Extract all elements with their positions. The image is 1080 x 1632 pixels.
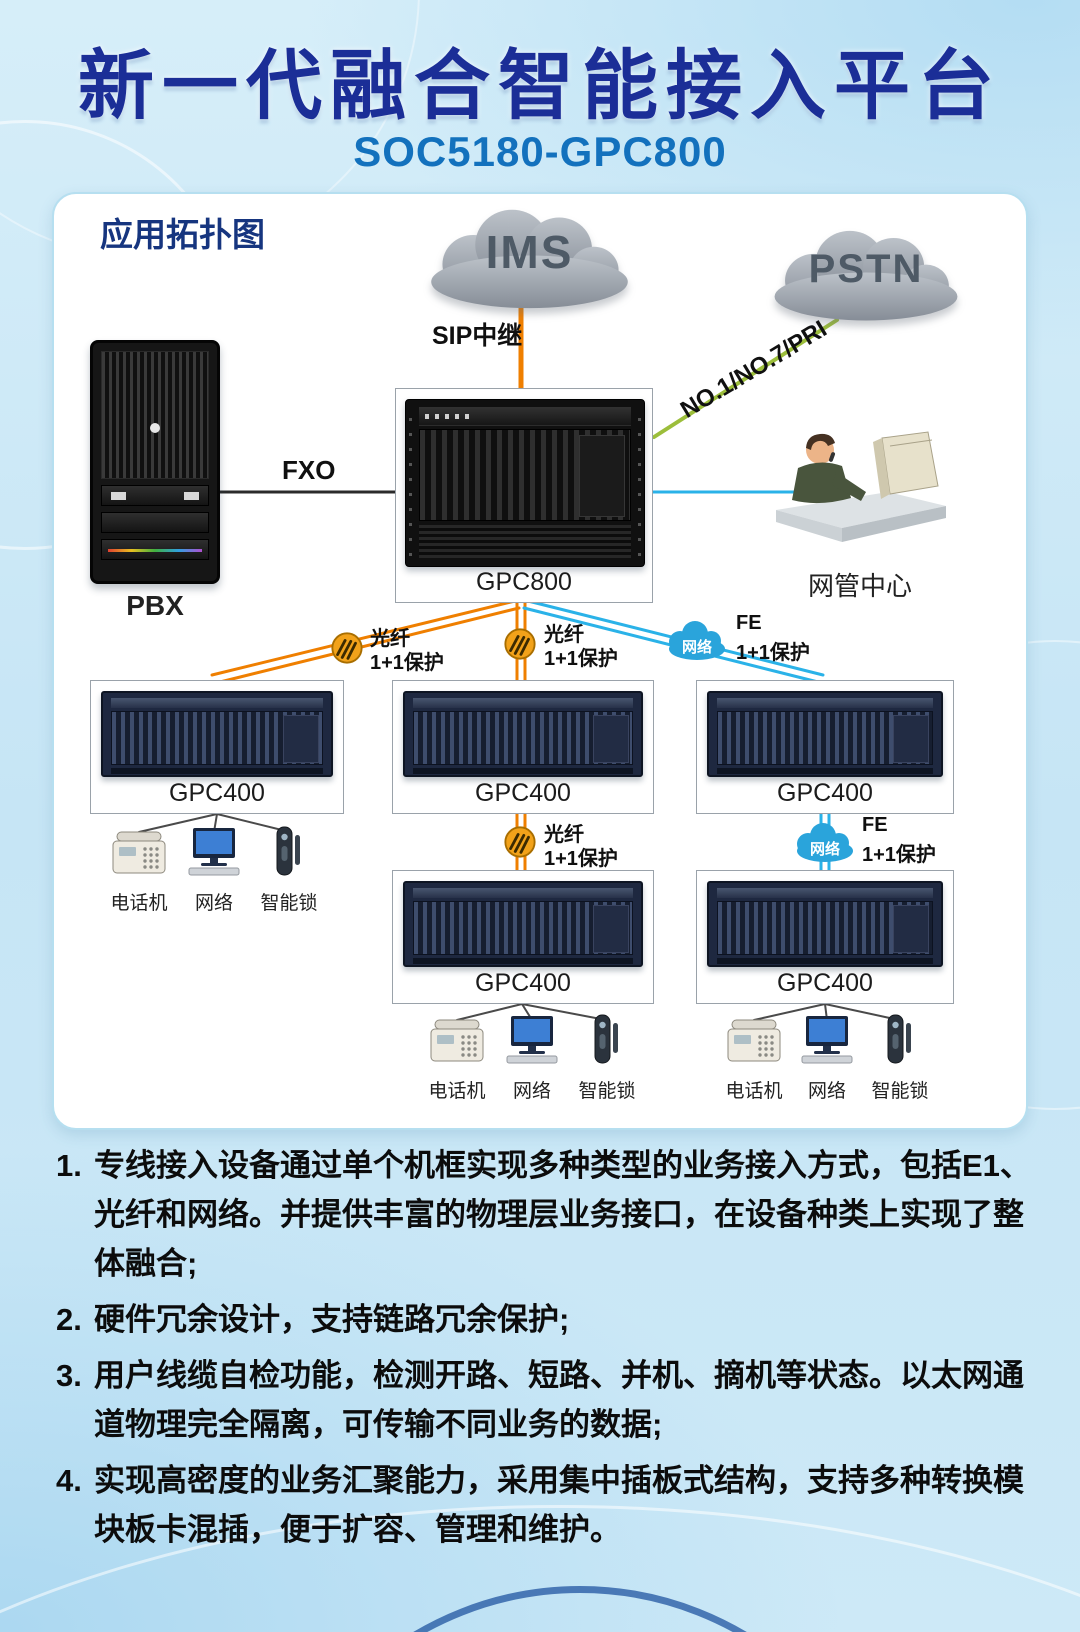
nms-illustration-icon bbox=[770, 412, 950, 567]
monitor-icon bbox=[504, 1016, 560, 1064]
fiber-icon bbox=[503, 825, 537, 859]
smart-lock-label: 智能锁 bbox=[578, 1081, 636, 1102]
gpc400-box-middle: GPC400 bbox=[392, 680, 654, 814]
pbx-label: PBX bbox=[126, 590, 184, 621]
feature-text: 硬件冗余设计，支持链路冗余保护; bbox=[94, 1301, 570, 1337]
chassis-vents bbox=[419, 525, 631, 558]
pstn-label: PSTN bbox=[808, 246, 924, 291]
gpc400-label: GPC400 bbox=[475, 969, 571, 997]
feature-number: 1. bbox=[56, 1148, 82, 1183]
network-cloud-icon: 网络 bbox=[792, 822, 858, 864]
protect-label: 1+1保护 bbox=[544, 648, 618, 670]
smart-lock-icon bbox=[274, 826, 304, 876]
fiber-icon bbox=[503, 627, 537, 661]
smart-lock-label: 智能锁 bbox=[871, 1081, 929, 1102]
product-model: SOC5180-GPC800 bbox=[353, 128, 727, 175]
diagram-heading: 应用拓扑图 bbox=[100, 216, 265, 253]
feature-number: 3. bbox=[56, 1357, 82, 1393]
feature-item: 4. 实现高密度的业务汇聚能力，采用集中插板式结构，支持多种转换模块板卡混插，便… bbox=[56, 1457, 1034, 1555]
pstn-cloud-icon: PSTN bbox=[766, 222, 966, 324]
fiber-label: 光纤 bbox=[370, 628, 410, 650]
protect-label: 1+1保护 bbox=[736, 642, 810, 664]
network-cloud-icon: 网络 bbox=[664, 620, 730, 662]
smart-lock-label: 智能锁 bbox=[260, 893, 318, 914]
monitor-icon bbox=[186, 828, 242, 876]
fiber-icon bbox=[330, 631, 364, 665]
network-terminal-label: 网络 bbox=[194, 893, 233, 914]
pbx-rack-icon bbox=[90, 340, 220, 584]
fxo-label: FXO bbox=[282, 455, 336, 485]
chassis-card-slots bbox=[419, 429, 631, 521]
pbx-cd-unit bbox=[101, 539, 209, 560]
pbx-unit bbox=[101, 512, 209, 533]
network-terminal-label: 网络 bbox=[807, 1081, 846, 1102]
sip-trunk-label: SIP中继 bbox=[432, 322, 523, 350]
fe-label: FE bbox=[862, 814, 888, 836]
monitor-icon bbox=[799, 1016, 855, 1064]
protect-label: 1+1保护 bbox=[370, 652, 444, 674]
feature-text: 用户线缆自检功能，检测开路、短路、并机、摘机等状态。以太网通道物理完全隔离，可传… bbox=[94, 1357, 1024, 1442]
network-cloud-label: 网络 bbox=[682, 638, 712, 656]
gpc400-chassis-icon bbox=[101, 691, 333, 777]
phone-icon bbox=[430, 1018, 484, 1064]
fiber-label: 光纤 bbox=[544, 624, 584, 646]
feature-list: 1. 专线接入设备通过单个机框实现多种类型的业务接入方式，包括E1、光纤和网络。… bbox=[56, 1142, 1034, 1562]
gpc400-chassis-icon bbox=[707, 691, 943, 777]
pbx-drive-unit bbox=[101, 485, 209, 506]
gpc400-box-middle2: GPC400 bbox=[392, 870, 654, 1004]
fiber-label: 光纤 bbox=[544, 824, 584, 846]
phone-icon bbox=[112, 830, 166, 876]
feature-item: 3. 用户线缆自检功能，检测开路、短路、并机、摘机等状态。以太网通道物理完全隔离… bbox=[56, 1352, 1034, 1450]
smart-lock-icon bbox=[592, 1014, 622, 1064]
phone-label: 电话机 bbox=[428, 1081, 486, 1102]
pri-link-label: NO.1/NO.7/PRI bbox=[675, 315, 832, 424]
gpc800-box: GPC800 bbox=[395, 388, 653, 603]
chassis-top-strip bbox=[419, 407, 631, 426]
phone-label: 电话机 bbox=[725, 1081, 783, 1102]
gpc400-box-left: GPC400 bbox=[90, 680, 344, 814]
gpc800-chassis-icon bbox=[405, 399, 645, 567]
topology-panel: 应用拓扑图 bbox=[52, 192, 1028, 1130]
decorative-arc bbox=[255, 1586, 905, 1632]
protect-label: 1+1保护 bbox=[862, 844, 936, 866]
feature-item: 2. 硬件冗余设计，支持链路冗余保护; bbox=[56, 1296, 1034, 1345]
gpc400-label: GPC400 bbox=[169, 779, 265, 807]
feature-text: 专线接入设备通过单个机框实现多种类型的业务接入方式，包括E1、光纤和网络。并提供… bbox=[94, 1148, 1031, 1281]
protect-label: 1+1保护 bbox=[544, 848, 618, 870]
network-cloud-label: 网络 bbox=[810, 840, 840, 858]
ims-label: IMS bbox=[485, 226, 574, 278]
gpc400-box-right2: GPC400 bbox=[696, 870, 954, 1004]
feature-item: 1. 专线接入设备通过单个机框实现多种类型的业务接入方式，包括E1、光纤和网络。… bbox=[56, 1142, 1034, 1289]
gpc400-chassis-icon bbox=[403, 691, 643, 777]
fe-label: FE bbox=[736, 612, 762, 634]
ims-cloud-icon: IMS bbox=[422, 200, 637, 312]
gpc400-box-right: GPC400 bbox=[696, 680, 954, 814]
nms-label: 网管中心 bbox=[807, 571, 912, 601]
page-title: 新一代融合智能接入平台 bbox=[78, 44, 1002, 129]
gpc400-label: GPC400 bbox=[475, 779, 571, 807]
gpc400-label: GPC400 bbox=[777, 779, 873, 807]
network-terminal-label: 网络 bbox=[512, 1081, 551, 1102]
gpc400-chassis-icon bbox=[403, 881, 643, 967]
gpc800-label: GPC800 bbox=[476, 568, 572, 596]
phone-label: 电话机 bbox=[110, 893, 168, 914]
feature-number: 2. bbox=[56, 1301, 82, 1337]
feature-number: 4. bbox=[56, 1462, 82, 1498]
gpc400-label: GPC400 bbox=[777, 969, 873, 997]
feature-text: 实现高密度的业务汇聚能力，采用集中插板式结构，支持多种转换模块板卡混插，便于扩容… bbox=[94, 1462, 1024, 1547]
smart-lock-icon bbox=[885, 1014, 915, 1064]
gpc400-chassis-icon bbox=[707, 881, 943, 967]
pbx-card-slots bbox=[101, 351, 209, 479]
phone-icon bbox=[727, 1018, 781, 1064]
